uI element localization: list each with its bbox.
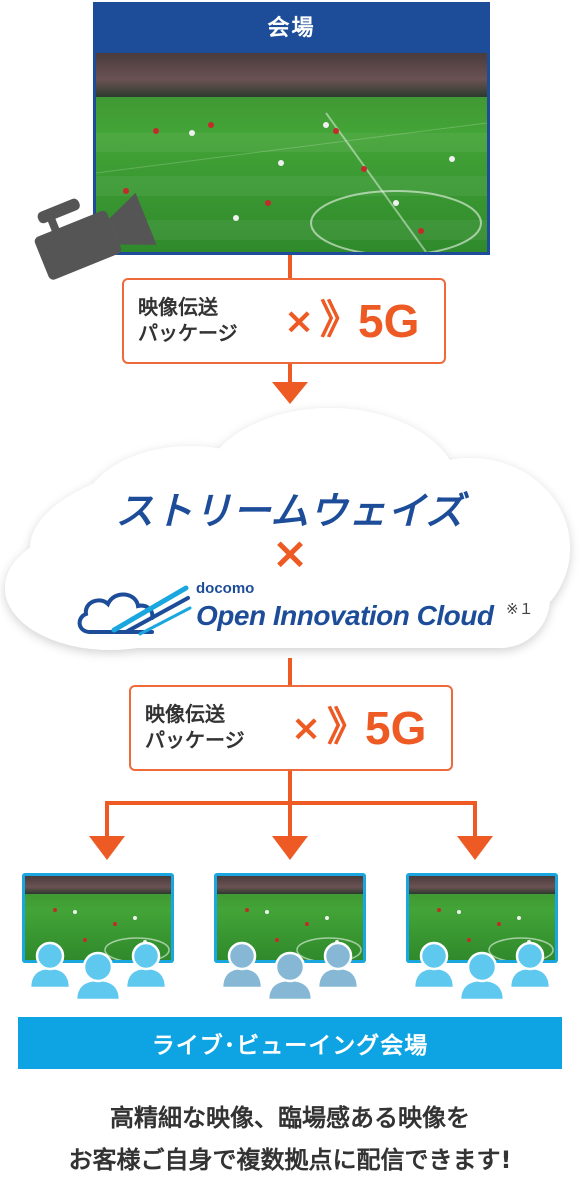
arrow-down-icon	[272, 836, 308, 860]
arrow-down-icon	[457, 836, 493, 860]
audience-icon	[412, 941, 552, 1002]
package-box-upper: 映像伝送 パッケージ × 》 5G	[122, 278, 446, 364]
viewing-screen	[22, 873, 174, 963]
cloud-logo-icon	[77, 585, 192, 636]
package-line2: パッケージ	[145, 728, 245, 752]
chevron-icon: 》	[327, 704, 367, 750]
live-viewing-label: ライブ･ビューイング会場	[151, 1033, 429, 1059]
times-symbol: ×	[284, 301, 315, 342]
package-box-lower: 映像伝送 パッケージ × 》 5G	[129, 685, 453, 771]
label-5g: 5G	[365, 702, 427, 754]
arrow-down-icon	[89, 836, 125, 860]
package-line1: 映像伝送	[138, 295, 218, 319]
connector-line	[288, 364, 292, 384]
package-text: 映像伝送 パッケージ	[145, 701, 245, 753]
live-viewing-banner: ライブ･ビューイング会場	[18, 1017, 562, 1069]
connector-line	[473, 801, 477, 839]
venue-title: 会場	[267, 16, 316, 41]
stadium-image	[96, 53, 487, 252]
label-5g: 5G	[358, 295, 420, 347]
venue-header: 会場	[93, 2, 490, 50]
oic-label: Open Innovation Cloud	[196, 600, 494, 631]
times-symbol: ×	[271, 528, 309, 579]
service-name: ストリームウェイズ	[115, 489, 465, 533]
venue-video	[93, 50, 490, 255]
connector-line	[288, 771, 292, 803]
package-line2: パッケージ	[138, 321, 238, 345]
tagline-line1: 高精細な映像、臨場感ある映像を	[110, 1104, 470, 1132]
footnote-mark: ※１	[506, 600, 534, 618]
connector-line	[288, 801, 292, 839]
connector-line	[288, 658, 292, 686]
audience-icon	[220, 941, 360, 1002]
tagline-line2: お客様ご自身で複数拠点に配信できます!	[68, 1146, 512, 1174]
connector-line	[288, 255, 292, 279]
connector-line	[105, 801, 109, 839]
package-line1: 映像伝送	[145, 702, 225, 726]
audience-icon	[28, 941, 168, 1002]
chevron-icon: 》	[320, 297, 360, 343]
docomo-label: docomo	[196, 580, 255, 597]
arrow-down-icon	[272, 382, 308, 404]
package-text: 映像伝送 パッケージ	[138, 294, 238, 346]
times-symbol: ×	[291, 708, 322, 749]
video-camera-icon	[34, 192, 157, 280]
